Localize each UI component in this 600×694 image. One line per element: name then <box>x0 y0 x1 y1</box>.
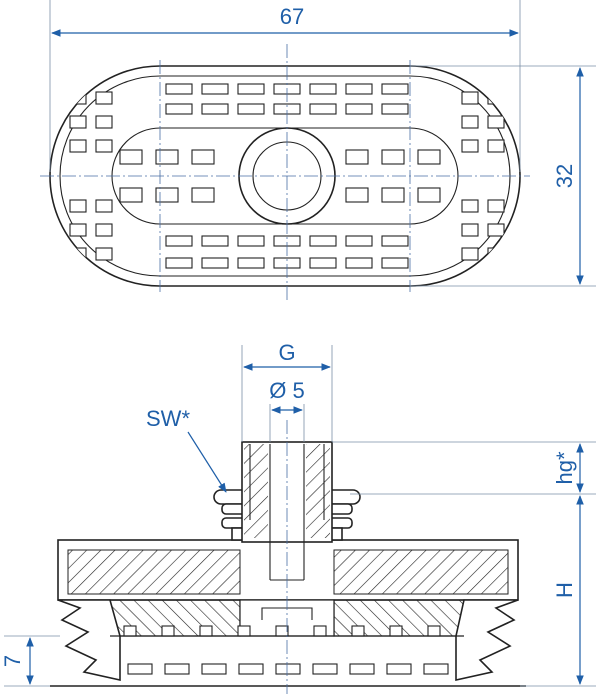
grid-cell <box>69 223 87 237</box>
width-label: 32 <box>552 164 577 188</box>
grid-cell <box>381 257 409 269</box>
grid-cell <box>461 115 479 129</box>
face-cell <box>313 625 327 637</box>
grid-cell <box>69 139 87 153</box>
grid-cell <box>381 187 405 203</box>
grid-cell <box>119 187 143 203</box>
thread-dimension: G <box>241 340 333 442</box>
suction-face-cells <box>123 625 449 675</box>
grid-cell <box>461 199 479 213</box>
grid-cell <box>237 235 265 247</box>
bellows-left <box>57 599 121 681</box>
grid-cell <box>417 149 441 165</box>
grid-cell <box>487 223 505 237</box>
face-cell <box>199 625 213 637</box>
grid-cell <box>461 247 479 261</box>
grid-cell <box>309 103 337 115</box>
grid-cell <box>95 139 113 153</box>
grid-cell <box>345 187 369 203</box>
grid-cell <box>95 115 113 129</box>
grid-cell <box>461 91 479 105</box>
wrench-size-callout: SW* <box>146 406 227 493</box>
grid-cell <box>345 257 373 269</box>
grid-cell <box>487 139 505 153</box>
grid-cell <box>237 103 265 115</box>
grid-cell <box>165 235 193 247</box>
thread-depth-dimension: hg* <box>332 441 596 495</box>
length-dimension: 67 <box>49 0 521 172</box>
grid-cell <box>487 247 505 261</box>
grid-cell <box>417 187 441 203</box>
face-cell <box>427 625 441 637</box>
grid-cell <box>461 139 479 153</box>
grid-cell <box>381 103 409 115</box>
grid-cell <box>69 115 87 129</box>
lip-height-label: 7 <box>0 655 25 667</box>
grid-cell <box>191 149 215 165</box>
face-cell <box>237 625 251 637</box>
face-cell <box>123 625 137 637</box>
grid-cell <box>201 235 229 247</box>
grid-cell <box>237 83 265 95</box>
grid-cell <box>381 149 405 165</box>
thread-depth-label: hg* <box>552 451 577 484</box>
grid-cell <box>201 257 229 269</box>
grid-cell <box>487 199 505 213</box>
face-cell <box>312 663 338 675</box>
face-cell <box>423 663 449 675</box>
face-cell <box>238 663 264 675</box>
grid-cell <box>309 257 337 269</box>
face-cell <box>201 663 227 675</box>
face-cell <box>389 625 403 637</box>
height-dimension: H <box>520 495 596 687</box>
bellows-right <box>455 599 519 681</box>
grid-cell <box>95 247 113 261</box>
wrench-size-label: SW* <box>146 406 190 431</box>
top-view <box>40 44 530 300</box>
grid-cell <box>165 257 193 269</box>
grid-cell <box>345 235 373 247</box>
grid-cell <box>309 235 337 247</box>
face-cell <box>275 663 301 675</box>
grid-cell <box>237 257 265 269</box>
bore-label: Ø 5 <box>269 378 304 403</box>
grid-cell <box>487 91 505 105</box>
grid-cell <box>461 223 479 237</box>
thread-label: G <box>278 340 295 365</box>
grid-cell <box>201 83 229 95</box>
lip-height-dimension: 7 <box>0 635 60 687</box>
grid-cell <box>155 149 179 165</box>
suction-grid <box>69 83 505 269</box>
grid-cell <box>69 199 87 213</box>
grid-cell <box>95 91 113 105</box>
width-dimension: 32 <box>410 65 596 287</box>
length-label: 67 <box>280 4 304 29</box>
grid-cell <box>201 103 229 115</box>
bore-dimension: Ø 5 <box>269 378 305 442</box>
grid-cell <box>95 223 113 237</box>
face-cell <box>164 663 190 675</box>
grid-cell <box>345 103 373 115</box>
grid-cell <box>345 149 369 165</box>
grid-cell <box>119 149 143 165</box>
side-section-view <box>50 420 526 694</box>
face-cell <box>275 625 289 637</box>
grid-cell <box>95 199 113 213</box>
face-cell <box>351 625 365 637</box>
face-cell <box>386 663 412 675</box>
grid-cell <box>487 115 505 129</box>
grid-cell <box>191 187 215 203</box>
grid-cell <box>155 187 179 203</box>
grid-cell <box>309 83 337 95</box>
height-label: H <box>552 582 577 598</box>
face-cell <box>161 625 175 637</box>
face-cell <box>127 663 153 675</box>
grid-cell <box>381 235 409 247</box>
grid-cell <box>165 83 193 95</box>
face-cell <box>349 663 375 675</box>
grid-cell <box>381 83 409 95</box>
grid-cell <box>345 83 373 95</box>
grid-cell <box>165 103 193 115</box>
